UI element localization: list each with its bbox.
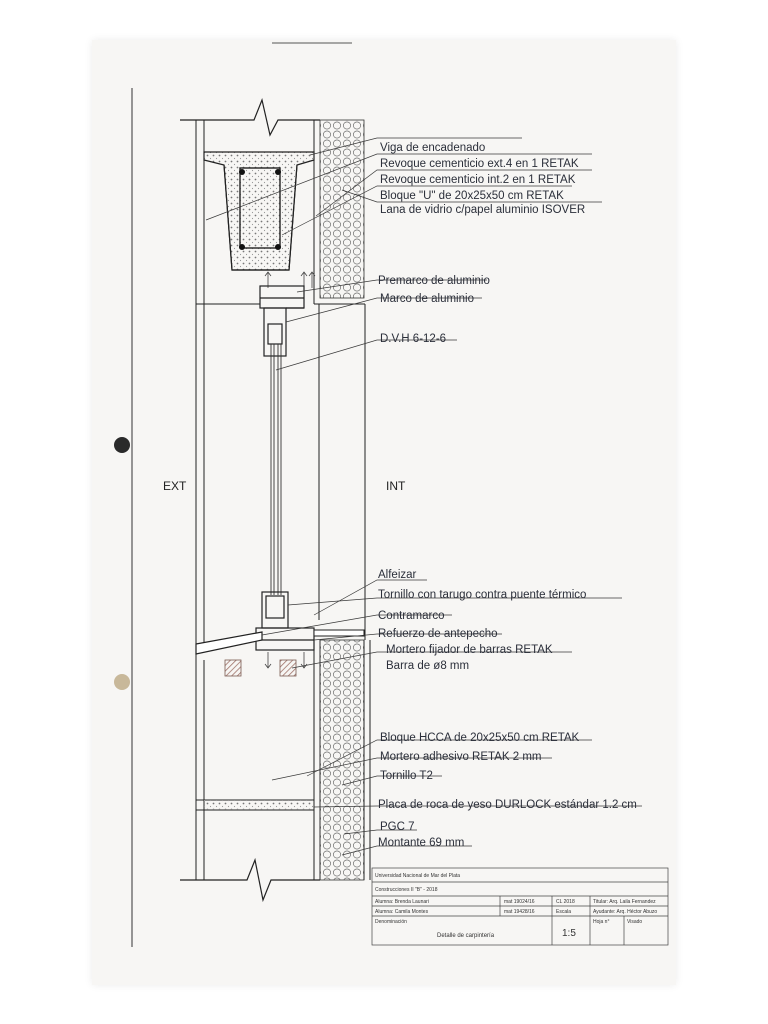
tb-visado-label: Visado	[627, 919, 642, 925]
interior-label: INT	[386, 479, 406, 493]
punch-hole-top	[114, 437, 130, 453]
label-tornillo-t2: Tornillo T2	[380, 770, 433, 782]
tb-titular: Titular: Arq. Laila Fernandez	[593, 899, 656, 905]
window-detail-drawing: EXT INT Viga de encadenado Revoque cemen…	[114, 42, 669, 947]
drawing-sheet: EXT INT Viga de encadenado Revoque cemen…	[92, 40, 676, 985]
label-marco: Marco de aluminio	[380, 293, 474, 305]
tb-student2-mat: mat 19428/16	[504, 909, 535, 915]
tb-scale: 1:5	[562, 928, 576, 939]
tb-denominacion-label: Denominación	[375, 919, 407, 925]
bottom-frame	[195, 591, 315, 655]
label-refuerzo: Refuerzo de antepecho	[378, 628, 498, 640]
label-alfeizar: Alfeizar	[378, 569, 417, 581]
leader-lines	[205, 137, 642, 856]
sill	[313, 629, 365, 637]
label-dvh: D.V.H 6-12-6	[380, 333, 446, 345]
label-contramarco: Contramarco	[378, 610, 444, 622]
top-frame	[259, 285, 305, 357]
u-block-beam	[203, 151, 315, 271]
break-line-top	[180, 97, 320, 137]
break-line-bottom	[180, 857, 320, 903]
dvh-glass	[270, 344, 282, 595]
hcca-lower-mortar	[204, 800, 314, 810]
label-placa: Placa de roca de yeso DURLOCK estándar 1…	[378, 799, 637, 811]
rebar-right	[279, 659, 297, 677]
tb-denominacion: Detalle de carpintería	[437, 933, 495, 939]
label-revoque-ext: Revoque cementicio ext.4 en 1 RETAK	[380, 158, 579, 170]
tb-student1: Alumna: Brenda Launari	[375, 899, 429, 905]
tb-ayudante: Ayudante: Arq. Héctor Abuzo	[593, 909, 657, 915]
label-barra: Barra de ø8 mm	[386, 660, 469, 672]
label-tornillo-tarugo: Tornillo con tarugo contra puente térmic…	[378, 589, 586, 601]
tb-course: Construcciones II "B" - 2018	[375, 887, 438, 893]
title-block	[371, 867, 669, 946]
label-mortero-fijador: Mortero fijador de barras RETAK	[386, 644, 553, 656]
exterior-label: EXT	[163, 479, 187, 493]
tb-student2: Alumna: Camila Montes	[375, 909, 429, 915]
tb-student1-mat: mat 19024/16	[504, 899, 535, 905]
insulation-top	[319, 119, 365, 299]
tb-code: CL 2018	[556, 899, 575, 905]
label-mortero-adhesivo: Mortero adhesivo RETAK 2 mm	[380, 751, 541, 763]
label-montante: Montante 69 mm	[378, 837, 464, 849]
tb-hoja-label: Hoja n°	[593, 919, 609, 925]
insulation-bottom	[319, 639, 365, 881]
label-revoque-int: Revoque cementicio int.2 en 1 RETAK	[380, 174, 576, 186]
punch-hole-bottom	[114, 674, 130, 690]
label-pgc: PGC 7	[380, 821, 415, 833]
label-lana: Lana de vidrio c/papel aluminio ISOVER	[380, 204, 585, 216]
label-bloque-hcca: Bloque HCCA de 20x25x50 cm RETAK	[380, 732, 580, 744]
label-premarco: Premarco de aluminio	[378, 275, 490, 287]
label-bloque-u: Bloque "U" de 20x25x50 cm RETAK	[380, 190, 564, 202]
rebar-left	[224, 659, 242, 677]
tb-escala-label: Escala	[556, 909, 571, 915]
tb-university: Universidad Nacional de Mar del Plata	[375, 873, 460, 879]
label-viga: Viga de encadenado	[380, 142, 485, 154]
